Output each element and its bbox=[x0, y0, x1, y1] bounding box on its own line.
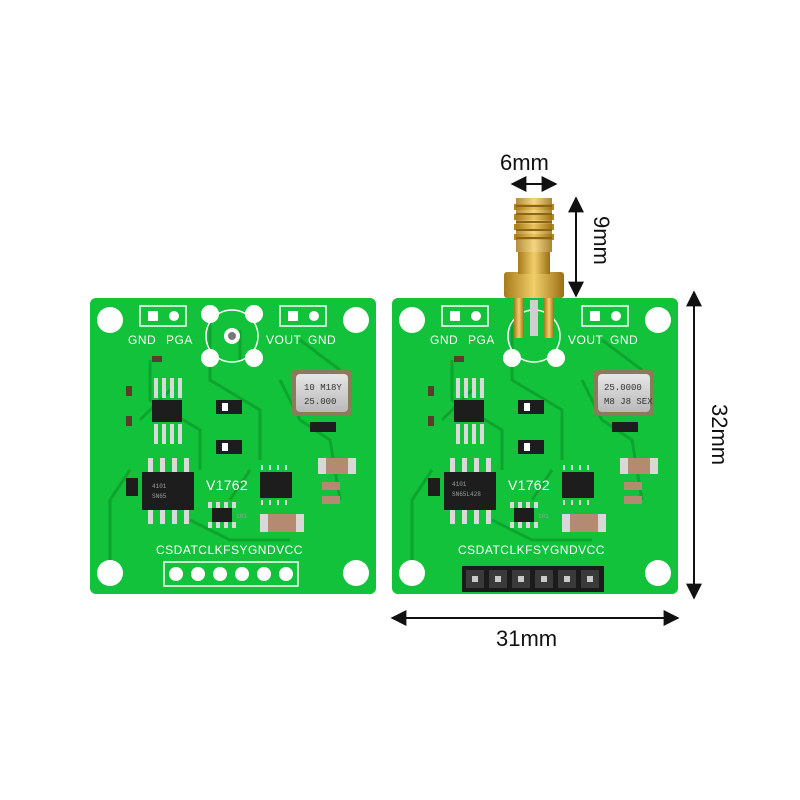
right-crystal-line2: M8 J8 SEX bbox=[604, 397, 653, 407]
svg-text:SN65: SN65 bbox=[152, 493, 167, 500]
left-label-pga: PGA bbox=[166, 333, 193, 347]
right-chip-code: 4101 bbox=[452, 481, 467, 488]
left-header-gnd-pga bbox=[139, 305, 187, 327]
right-label-gnd2: GND bbox=[610, 333, 638, 347]
right-ic-main: 4101 SN65L428 bbox=[444, 458, 496, 524]
dimension-label-31mm: 31mm bbox=[496, 626, 557, 651]
left-pin-header-pads bbox=[163, 561, 299, 587]
left-resistor-code: 101 bbox=[236, 513, 247, 520]
left-resistor-array bbox=[208, 502, 236, 528]
left-label-pins: CSDATCLKFSYGNDVCC bbox=[156, 543, 303, 557]
left-crystal-oscillator: 10 M18Y 25.000 bbox=[292, 370, 352, 416]
svg-text:4101: 4101 bbox=[152, 483, 167, 490]
right-label-gnd: GND bbox=[430, 333, 458, 347]
right-ic-small bbox=[454, 378, 484, 444]
right-pin-header bbox=[462, 566, 604, 592]
left-smd-cap-2 bbox=[126, 386, 132, 396]
left-sma-footprint bbox=[201, 305, 263, 367]
right-label-chip: V1762 bbox=[508, 477, 550, 493]
dimension-label-9mm: 9mm bbox=[589, 216, 614, 265]
right-mount-hole-br bbox=[645, 560, 671, 586]
left-smd-r-main bbox=[126, 478, 138, 496]
dimension-label-32mm: 32mm bbox=[707, 404, 732, 465]
left-smd-diode-2 bbox=[216, 440, 242, 454]
left-mount-hole-br bbox=[343, 560, 369, 586]
right-label-vout: VOUT bbox=[568, 333, 604, 347]
left-smd-diode-1 bbox=[216, 400, 242, 414]
left-smd-r-xtal bbox=[310, 422, 336, 432]
right-mount-hole-bl bbox=[399, 560, 425, 586]
right-header-gnd-pga bbox=[441, 305, 489, 327]
right-sma-connector bbox=[503, 198, 565, 367]
left-cap-small-2 bbox=[322, 496, 340, 504]
left-ic-qfn bbox=[260, 465, 292, 505]
left-pad-gnd bbox=[148, 311, 158, 321]
right-resistor-code: 101 bbox=[538, 513, 549, 520]
right-mount-hole-tr bbox=[645, 307, 671, 333]
left-smd-cap-3 bbox=[126, 416, 132, 426]
left-header-vout-gnd bbox=[279, 305, 327, 327]
right-mount-hole-tl bbox=[399, 307, 425, 333]
left-cap-tantalum-1 bbox=[318, 458, 356, 474]
left-pcb-board: GND PGA VOUT GND bbox=[90, 298, 376, 594]
right-crystal-oscillator: 25.0000 M8 J8 SEX bbox=[594, 370, 654, 416]
right-pcb-board: GND PGA VOUT GND bbox=[392, 198, 678, 594]
left-label-chip: V1762 bbox=[206, 477, 248, 493]
left-label-gnd2: GND bbox=[308, 333, 336, 347]
left-pad-vout bbox=[288, 311, 298, 321]
left-mount-hole-tr bbox=[343, 307, 369, 333]
left-label-gnd: GND bbox=[128, 333, 156, 347]
left-pad-gnd2 bbox=[309, 311, 319, 321]
right-label-pga: PGA bbox=[468, 333, 495, 347]
right-chip-code2: SN65L428 bbox=[452, 491, 481, 498]
left-crystal-line1: 25.000 bbox=[304, 397, 336, 407]
left-mount-hole-tl bbox=[97, 307, 123, 333]
left-crystal-line2: 10 M18Y bbox=[304, 383, 342, 393]
left-ic-main: 4101 SN65 bbox=[142, 458, 194, 524]
right-crystal-line1: 25.0000 bbox=[604, 383, 642, 393]
left-smd-cap-1 bbox=[152, 356, 162, 362]
dimension-annotations: 6mm 9mm 32mm 31mm bbox=[390, 150, 732, 651]
right-header-vout-gnd bbox=[581, 305, 629, 327]
right-label-pins: CSDATCLKFSYGNDVCC bbox=[458, 543, 605, 557]
left-cap-tantalum-2 bbox=[260, 514, 304, 532]
left-cap-small-1 bbox=[322, 482, 340, 490]
left-mount-hole-bl bbox=[97, 560, 123, 586]
dimension-label-6mm: 6mm bbox=[500, 150, 549, 175]
right-resistor-array bbox=[510, 502, 538, 528]
left-ic-small bbox=[152, 378, 182, 444]
left-label-vout: VOUT bbox=[266, 333, 302, 347]
right-ic-qfn bbox=[562, 465, 594, 505]
left-pad-pga bbox=[169, 311, 179, 321]
